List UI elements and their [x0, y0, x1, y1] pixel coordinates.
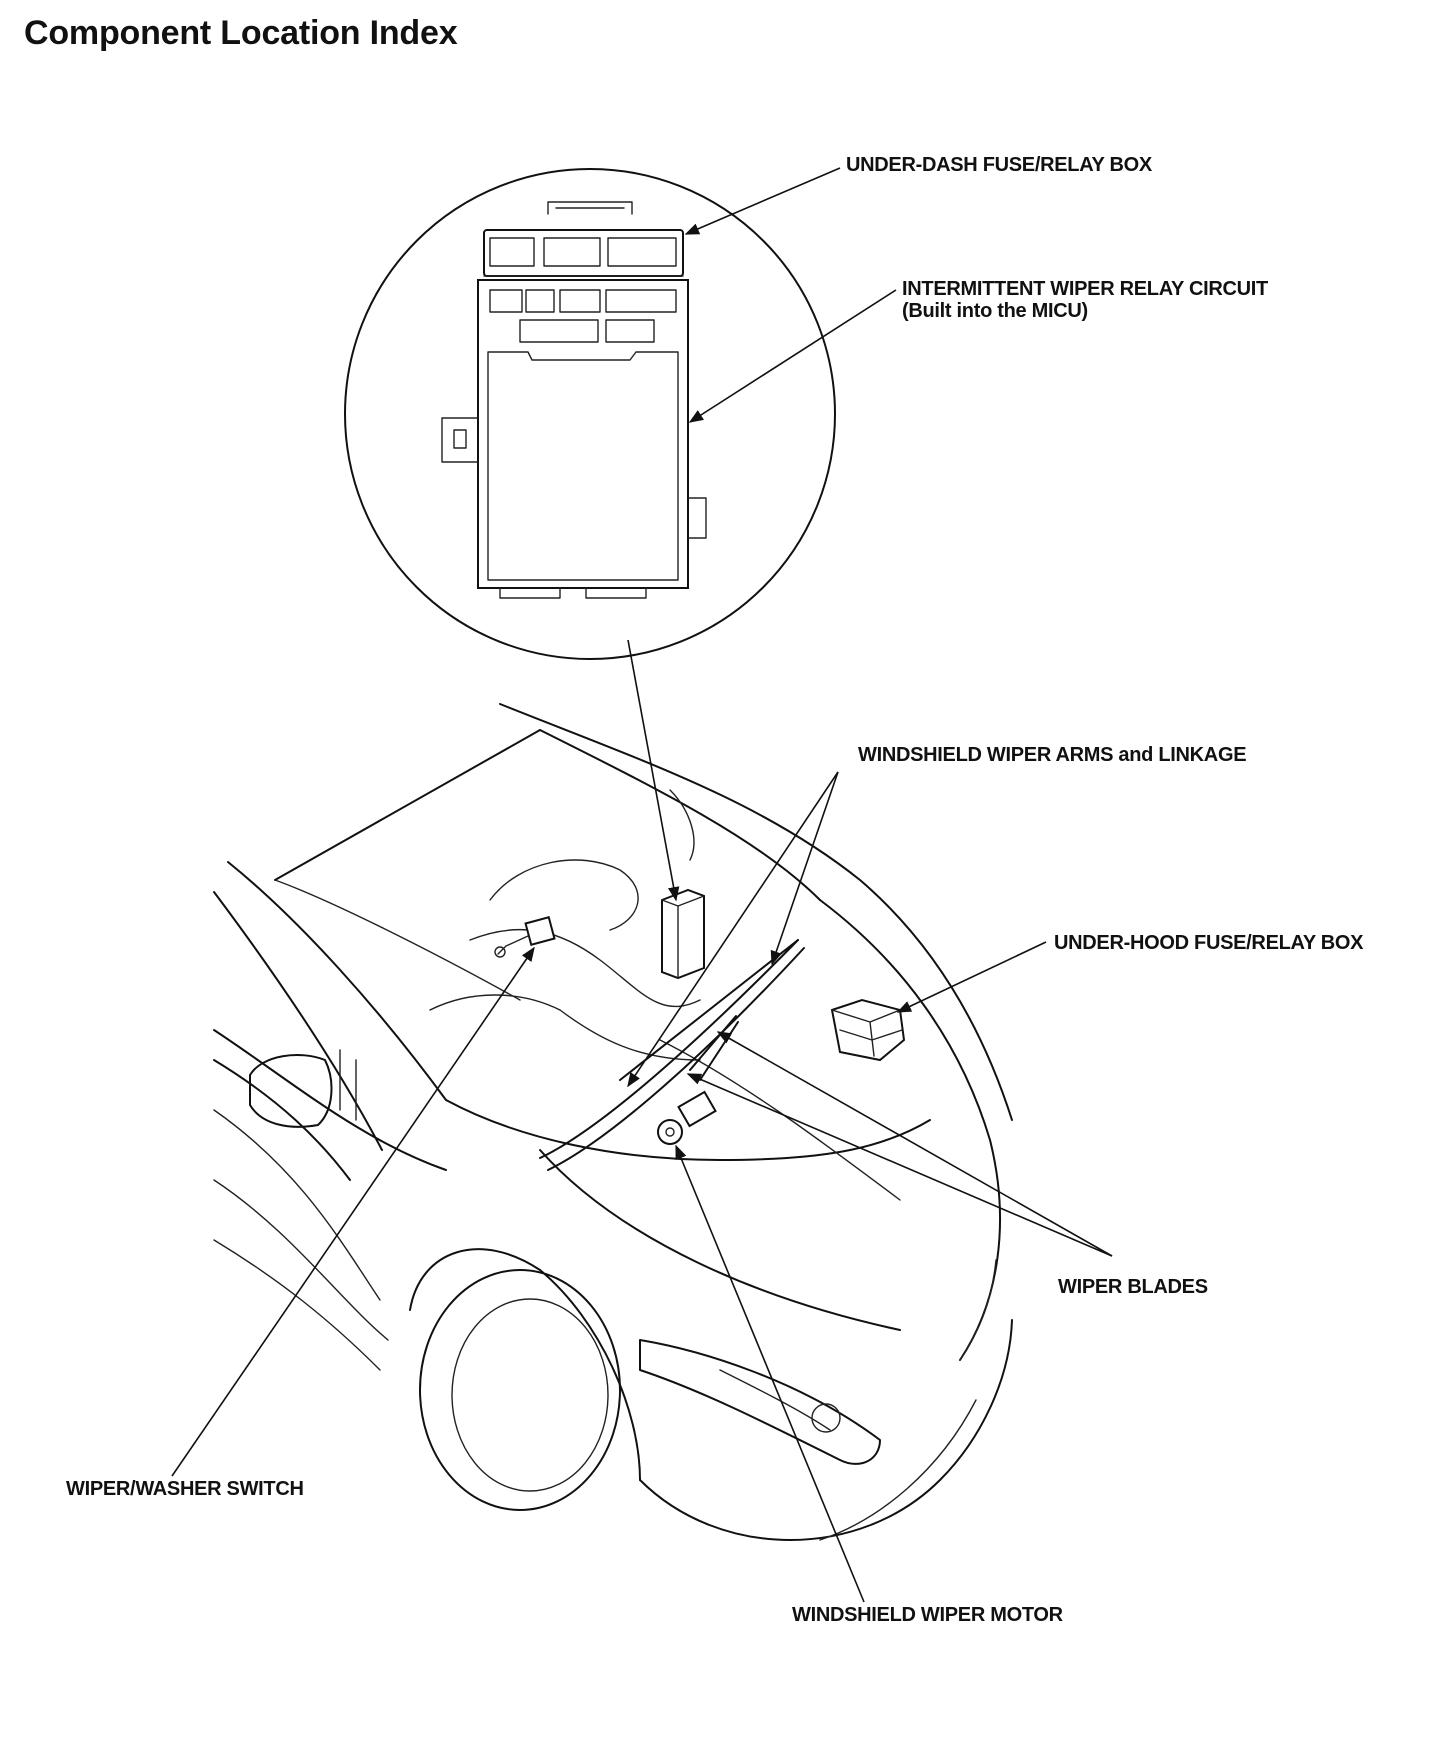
- label-windshield-wiper-arms-and-linkage: WINDSHIELD WIPER ARMS and LINKAGE: [858, 744, 1247, 766]
- under-dash-fuse-relay-box-drawing: [441, 201, 707, 599]
- page-title: Component Location Index: [24, 14, 458, 52]
- under-hood-fuse-relay-box-drawing: [830, 998, 906, 1062]
- label-under-dash-fuse-relay-box: UNDER-DASH FUSE/RELAY BOX: [846, 154, 1152, 176]
- wiper-washer-switch-drawing: [494, 916, 556, 958]
- label-wiper-washer-switch: WIPER/WASHER SWITCH: [66, 1478, 304, 1500]
- detail-magnifier-circle: [344, 168, 836, 660]
- leader-lines: [171, 167, 1113, 1603]
- label-intermittent-wiper-relay-circuit: INTERMITTENT WIPER RELAY CIRCUIT (Built …: [902, 278, 1268, 322]
- label-wiper-blades: WIPER BLADES: [1058, 1276, 1208, 1298]
- car-body-drawing: [213, 703, 1013, 1541]
- wiper-arms-drawing: [539, 939, 805, 1171]
- label-under-hood-fuse-relay-box: UNDER-HOOD FUSE/RELAY BOX: [1054, 932, 1364, 954]
- under-dash-box-location-drawing: [661, 888, 705, 980]
- label-windshield-wiper-motor: WINDSHIELD WIPER MOTOR: [792, 1604, 1063, 1626]
- windshield-wiper-motor-drawing: [657, 1090, 717, 1145]
